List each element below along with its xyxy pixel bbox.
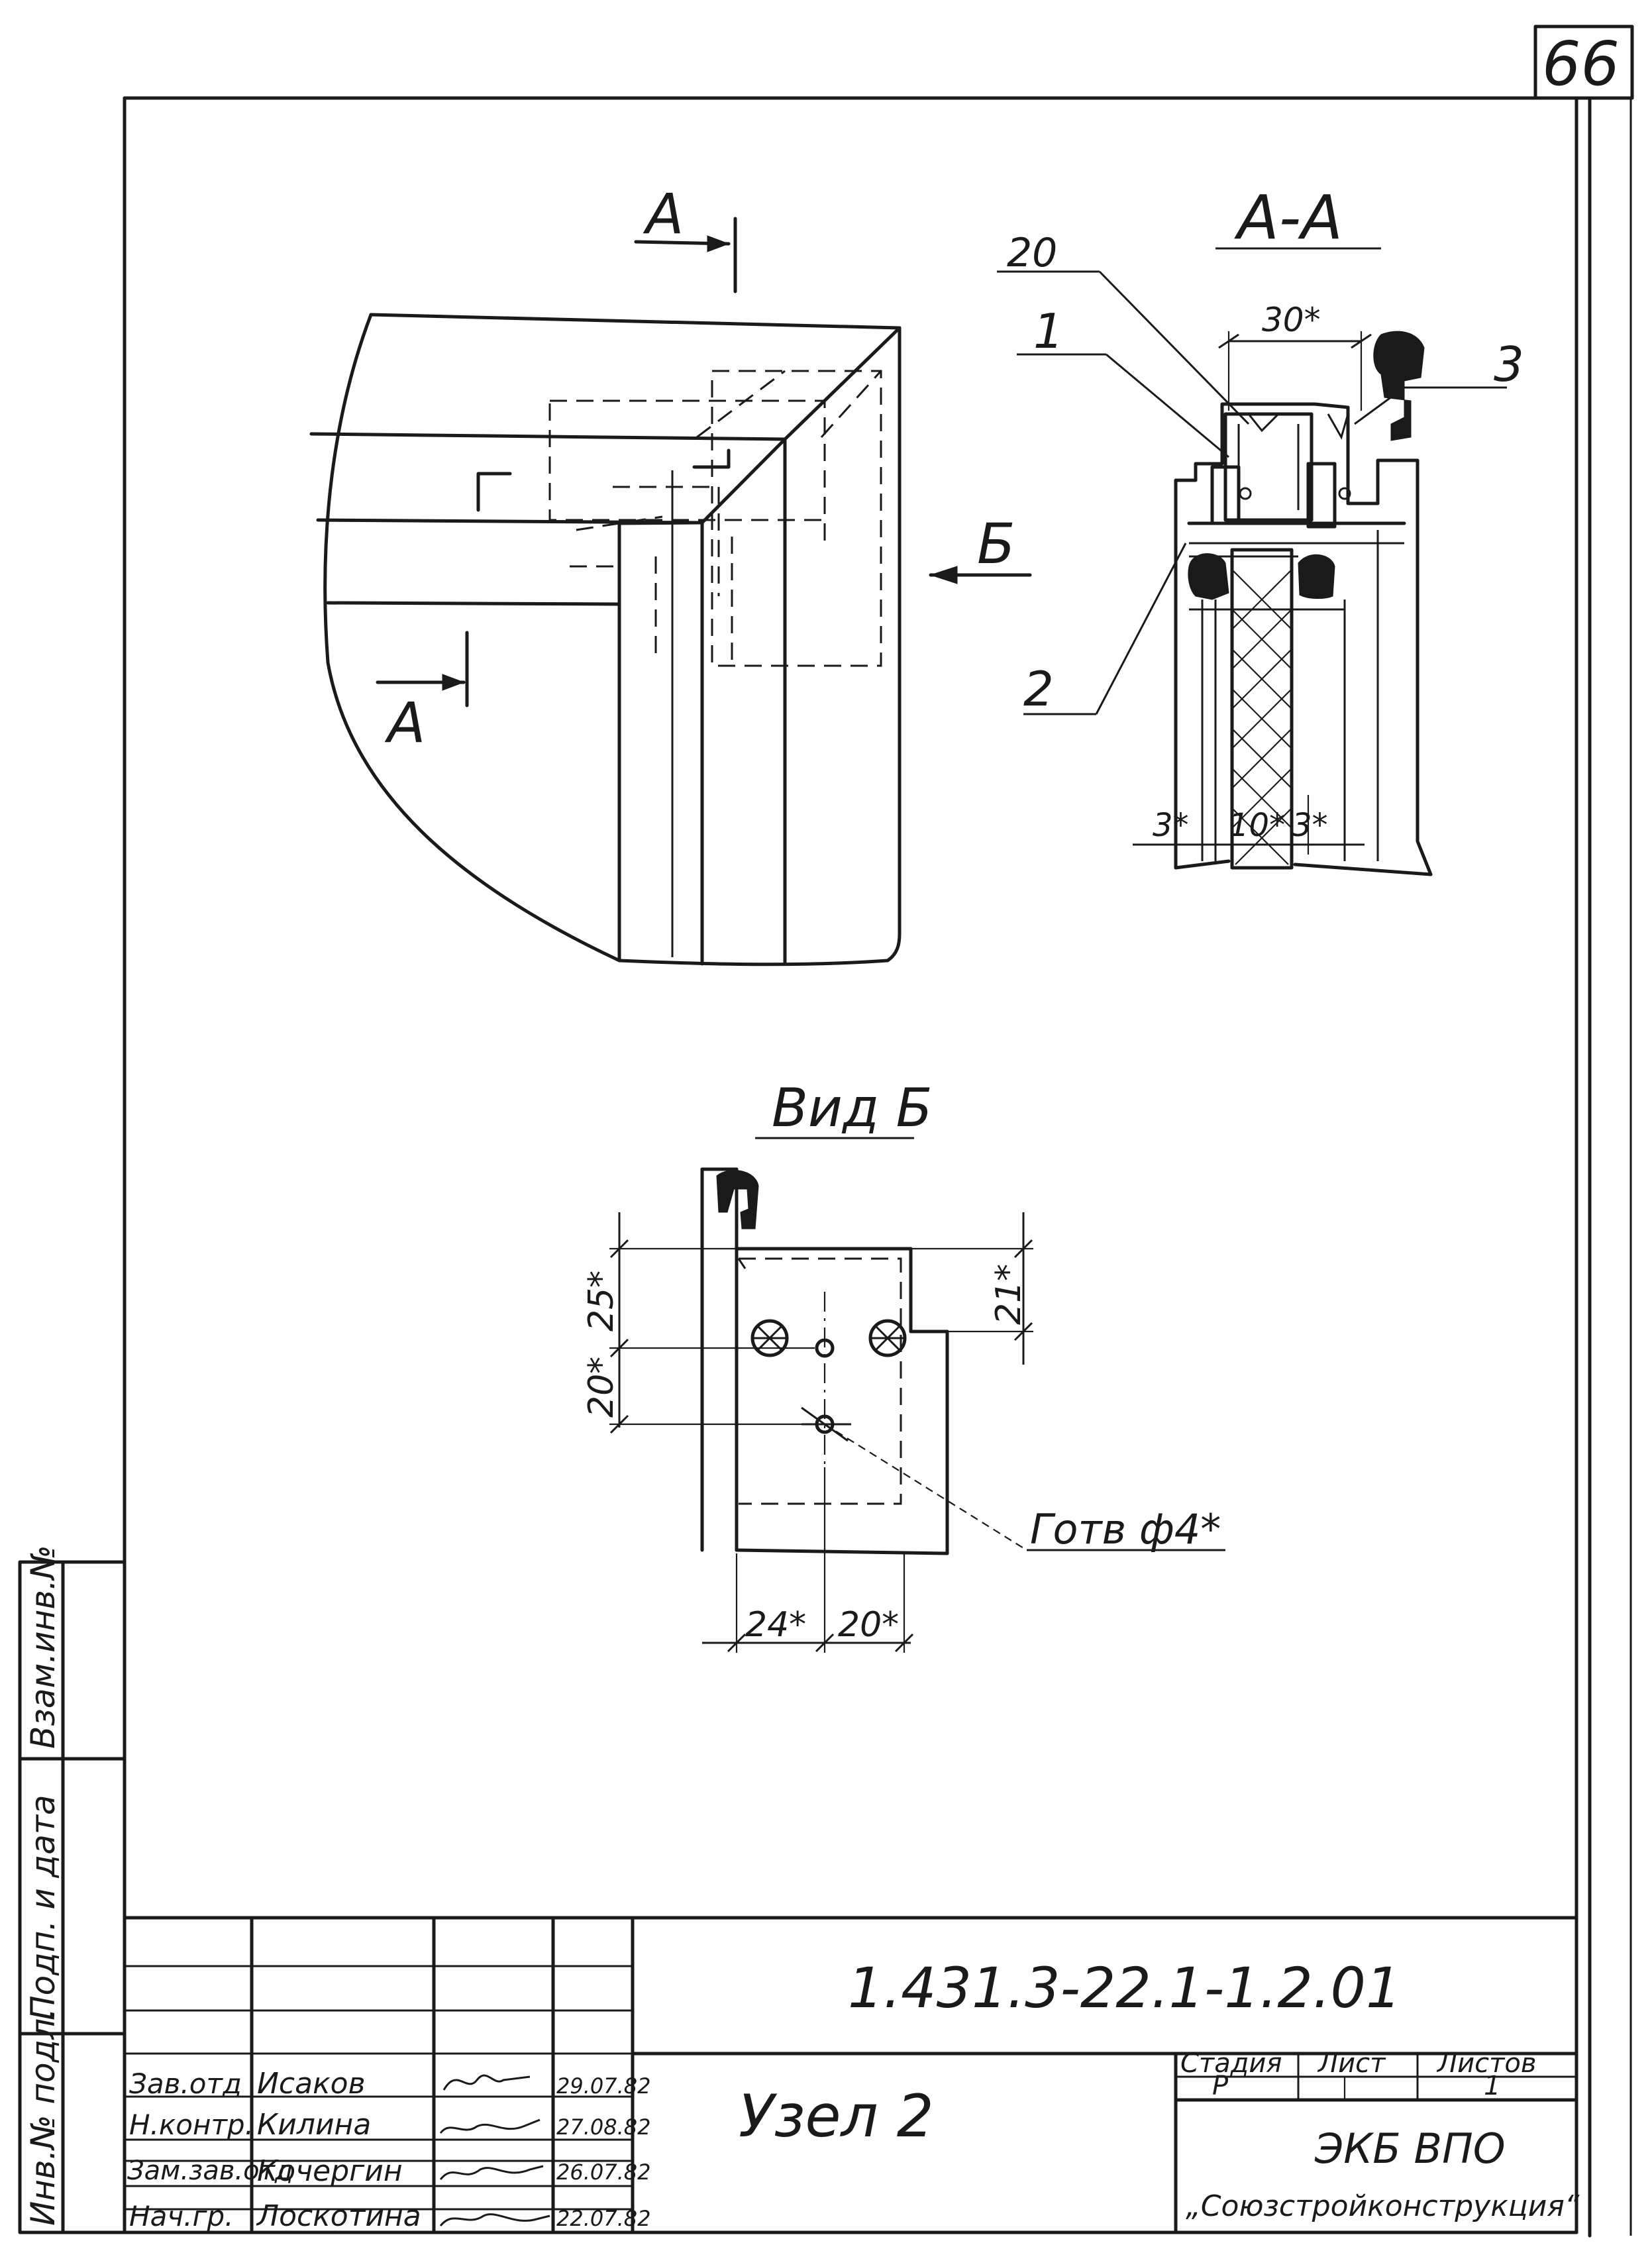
dim-10: 10*	[1229, 807, 1285, 844]
sheets-header: Листов	[1436, 2048, 1536, 2079]
section-aa-title: А-А	[1234, 182, 1343, 253]
signature	[439, 2165, 544, 2180]
signer-role: Зам.зав.отд	[127, 2156, 293, 2186]
dim-3-left: 3*	[1153, 807, 1189, 844]
dim-21: 21*	[989, 1264, 1029, 1325]
dim-24: 24*	[745, 1605, 806, 1645]
view-b-drawing	[609, 1167, 1225, 1653]
sheet-header: Лист	[1317, 2048, 1386, 2079]
stage-value: Р	[1212, 2071, 1229, 2101]
signer-role: Н.контр.	[129, 2109, 254, 2141]
signer-role: Нач.гр.	[129, 2200, 234, 2232]
page-number: 66	[1542, 28, 1620, 99]
corner-isometric-view	[309, 217, 1032, 966]
side-stamp	[18, 1560, 127, 2234]
callout-20: 20	[1007, 230, 1057, 276]
signer-row: Н.контр. Килина 27.08.82	[129, 2108, 651, 2142]
view-b-mark: Б	[977, 511, 1015, 576]
callout-1: 1	[1033, 303, 1064, 359]
signer-date: 22.07.82	[556, 2206, 651, 2231]
signer-role: Зав.отд	[129, 2067, 242, 2100]
dim-20-left: 20*	[582, 1357, 621, 1418]
signer-date: 29.07.82	[556, 2073, 651, 2099]
callout-2: 2	[1023, 661, 1054, 717]
signer-date: 26.07.82	[556, 2160, 651, 2185]
stage-header: Стадия	[1180, 2048, 1282, 2079]
corner-mark: Г	[0, 0, 1, 1]
signer-name: Исаков	[257, 2067, 366, 2101]
org-line-1: ЭКБ ВПО	[1314, 2124, 1506, 2173]
document-code: 1.431.3-22.1-1.2.01	[848, 1956, 1401, 2020]
title-block-grid	[123, 1916, 1578, 2234]
side-cell-signature-date: Подп. и дата	[24, 1795, 62, 2020]
hole-note: Готв ф4*	[1030, 1505, 1221, 1553]
section-mark-top: А	[643, 182, 684, 246]
signer-row: Нач.гр. Лоскотина 22.07.82	[129, 2199, 651, 2233]
dim-25: 25*	[582, 1271, 621, 1331]
dim-3-right: 3*	[1292, 807, 1328, 844]
org-line-2: „Союзстройконструкция“	[1186, 2189, 1580, 2223]
side-cell-original-inventory: Инв.№ подл.	[24, 2008, 62, 2226]
signer-name: Лоскотина	[256, 2199, 421, 2233]
signer-row: Зав.отд Исаков 29.07.82	[129, 2067, 651, 2101]
signer-row: Зам.зав.отд Кочергин 26.07.82	[127, 2154, 651, 2188]
signer-name: Килина	[257, 2108, 371, 2142]
view-b-title: Вид Б	[772, 1077, 933, 1139]
signature	[439, 2213, 550, 2226]
section-aa-drawing	[997, 270, 1507, 876]
dim-30: 30*	[1262, 301, 1321, 339]
dim-20-bottom: 20*	[838, 1605, 899, 1645]
sheets-value: 1	[1484, 2071, 1500, 2101]
section-mark-bottom: А	[384, 690, 425, 755]
signer-name: Кочергин	[257, 2154, 403, 2188]
signer-date: 27.08.82	[556, 2114, 651, 2140]
callout-3: 3	[1494, 337, 1524, 392]
node-title: Узел 2	[739, 2082, 934, 2150]
signature	[439, 2118, 541, 2134]
frame	[123, 25, 1634, 2238]
side-cell-replacement: Взам.инв.№	[24, 1545, 62, 1749]
signature	[442, 2074, 531, 2091]
